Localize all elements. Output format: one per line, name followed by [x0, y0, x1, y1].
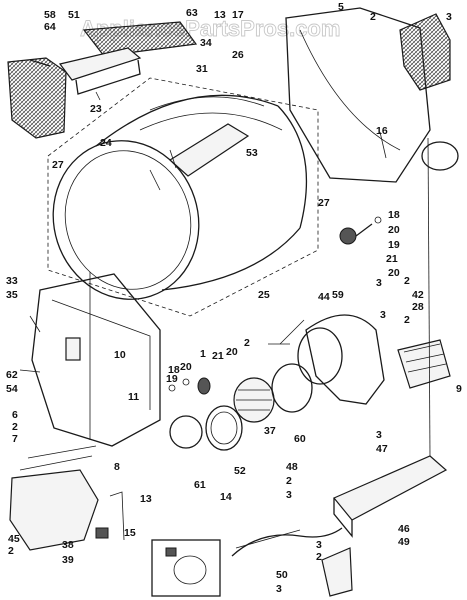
part-callout-20: 20: [180, 361, 192, 373]
part-callout-18: 18: [168, 364, 180, 376]
part-callout-39: 39: [62, 554, 74, 566]
rear-bulkhead: [285, 7, 459, 183]
part-callout-3: 3: [380, 309, 386, 321]
part-callout-49: 49: [398, 536, 410, 548]
part-callout-61: 61: [194, 479, 206, 491]
inset-detail-box: [151, 539, 221, 597]
part-callout-47: 47: [376, 443, 388, 455]
part-callout-2: 2: [8, 545, 14, 557]
mounting-bracket: [321, 547, 353, 597]
part-callout-34: 34: [200, 37, 212, 49]
part-callout-63: 63: [186, 7, 198, 19]
blower-housing: [297, 314, 451, 405]
part-callout-27: 27: [318, 197, 330, 209]
part-callout-26: 26: [232, 49, 244, 61]
part-callout-14: 14: [220, 491, 232, 503]
part-callout-21: 21: [212, 350, 224, 362]
part-callout-64: 64: [44, 21, 56, 33]
part-callout-2: 2: [286, 475, 292, 487]
part-callout-19: 19: [166, 373, 178, 385]
part-callout-52: 52: [234, 465, 246, 477]
blower-wheel: [233, 377, 275, 423]
part-callout-6: 6: [12, 409, 18, 421]
part-callout-45: 45: [8, 533, 20, 545]
part-callout-10: 10: [114, 349, 126, 361]
leader-lines: [89, 137, 431, 457]
part-callout-7: 7: [12, 433, 18, 445]
wire-harness: [231, 527, 343, 557]
part-callout-16: 16: [376, 125, 388, 137]
drum: [52, 94, 308, 300]
part-callout-60: 60: [294, 433, 306, 445]
part-callout-13: 13: [140, 493, 152, 505]
part-callout-20: 20: [388, 267, 400, 279]
part-callout-35: 35: [6, 289, 18, 301]
part-callout-33: 33: [6, 275, 18, 287]
part-callout-27: 27: [52, 159, 64, 171]
part-callout-2: 2: [12, 421, 18, 433]
drum-assembly-box: [47, 77, 319, 317]
part-callout-2: 2: [370, 11, 376, 23]
part-callout-2: 2: [316, 551, 322, 563]
part-callout-37: 37: [264, 425, 276, 437]
part-callout-2: 2: [404, 275, 410, 287]
part-callout-9: 9: [456, 383, 462, 395]
part-callout-24: 24: [100, 137, 112, 149]
part-callout-51: 51: [68, 9, 80, 21]
part-callout-23: 23: [90, 103, 102, 115]
part-callout-5: 5: [338, 1, 344, 13]
part-callout-48: 48: [286, 461, 298, 473]
part-callout-1: 1: [200, 348, 206, 360]
part-callout-15: 15: [124, 527, 136, 539]
lint-screen: [7, 57, 67, 139]
part-callout-54: 54: [6, 383, 18, 395]
part-callout-3: 3: [376, 277, 382, 289]
part-callout-2: 2: [404, 314, 410, 326]
part-callout-58: 58: [44, 9, 56, 21]
part-callout-20: 20: [388, 224, 400, 236]
part-callout-20: 20: [226, 346, 238, 358]
heater-housing: [333, 455, 448, 538]
bearing-hardware: [168, 377, 211, 395]
part-callout-42: 42: [412, 289, 424, 301]
front-bulkhead: [19, 273, 161, 447]
part-callout-31: 31: [196, 63, 208, 75]
part-callout-19: 19: [388, 239, 400, 251]
part-callout-44: 44: [318, 291, 330, 303]
blower-seals: [169, 363, 313, 451]
part-callout-3: 3: [316, 539, 322, 551]
lint-filter-housing: [58, 21, 198, 101]
part-callout-11: 11: [128, 391, 139, 403]
drum-roller: [339, 216, 382, 245]
part-callout-62: 62: [6, 369, 18, 381]
lint-duct: [9, 445, 125, 551]
part-callout-21: 21: [386, 253, 398, 265]
part-callout-28: 28: [412, 301, 424, 313]
part-callout-8: 8: [114, 461, 120, 473]
part-callout-59: 59: [332, 289, 344, 301]
part-callout-25: 25: [258, 289, 270, 301]
part-callout-3: 3: [286, 489, 292, 501]
part-callout-53: 53: [246, 147, 258, 159]
part-callout-17: 17: [232, 9, 244, 21]
part-callout-46: 46: [398, 523, 410, 535]
part-callout-18: 18: [388, 209, 400, 221]
part-callout-3: 3: [276, 583, 282, 595]
part-callout-2: 2: [244, 337, 250, 349]
part-callout-3: 3: [446, 11, 452, 23]
part-callout-50: 50: [276, 569, 288, 581]
part-callout-3: 3: [376, 429, 382, 441]
part-callout-13: 13: [214, 9, 226, 21]
part-callout-38: 38: [62, 539, 74, 551]
